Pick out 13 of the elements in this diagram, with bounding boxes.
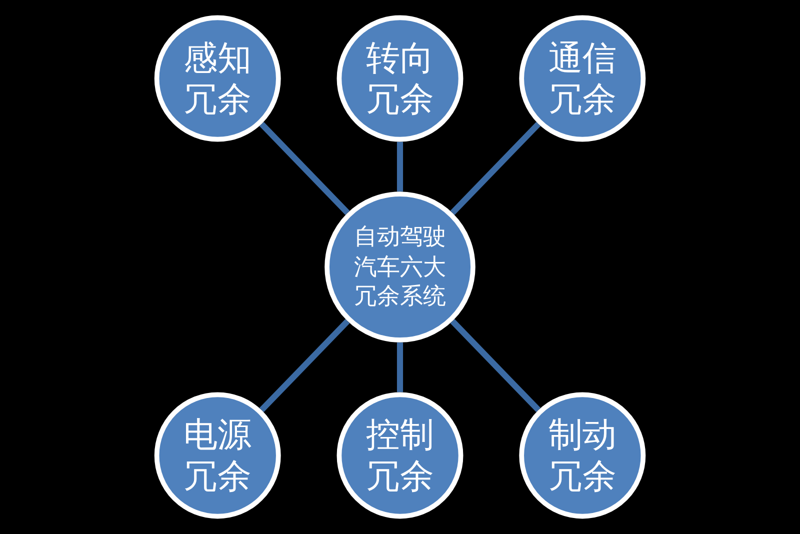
node-circle: 自动驾驶汽车六大冗余系统: [324, 192, 476, 342]
node-circle: 制动冗余: [519, 392, 646, 519]
connector: [259, 319, 350, 412]
node-circle: 控制冗余: [336, 392, 464, 519]
node-circle: 转向冗余: [336, 15, 464, 142]
connector: [450, 319, 541, 412]
connector: [450, 122, 541, 215]
connector: [259, 122, 350, 215]
node-circle: 电源冗余: [154, 392, 281, 519]
connector: [396, 142, 404, 192]
node-circle: 感知冗余: [154, 15, 281, 142]
node-circle: 通信冗余: [519, 15, 646, 142]
connector: [396, 342, 404, 392]
